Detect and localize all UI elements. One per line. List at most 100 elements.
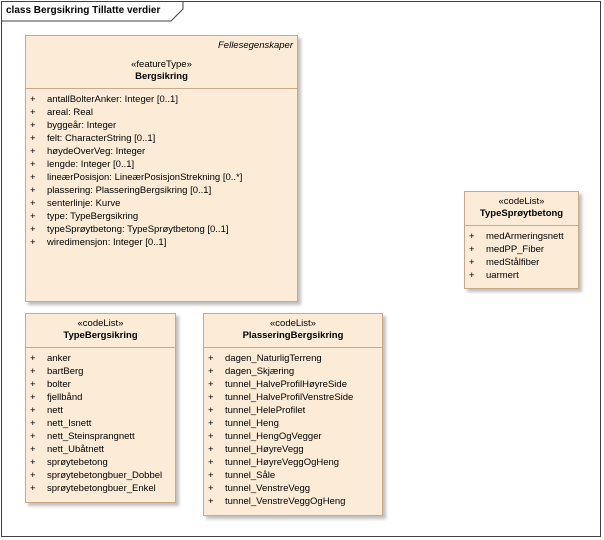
attribute-text: dagen_NaturligTerreng (225, 353, 322, 364)
attribute-text: tunnel_HalveProfilHøyreSide (225, 379, 347, 390)
attribute-text: tunnel_VenstreVeggOgHeng (225, 496, 346, 507)
attribute-text: sprøytebetongbuer_Dobbel (47, 470, 163, 481)
attribute-text: wiredimensjon: Integer [0..1] (47, 237, 167, 248)
attribute-text: anker (47, 353, 71, 364)
attribute-row: + typeSprøytbetong: TypeSprøytbetong [0..… (30, 223, 293, 236)
visibility-marker: + (469, 257, 475, 268)
stereotype: «codeList» (77, 318, 124, 329)
visibility-marker: + (208, 496, 214, 507)
attribute-row: +antallBolterAnker: Integer [0..1] (30, 93, 293, 106)
attribute-list: +dagen_NaturligTerreng+dagen_Skjæring+tu… (204, 348, 382, 508)
visibility-marker: + (30, 379, 36, 390)
attribute-list: +anker+bartBerg+bolter+fjellbånd+nett+ne… (26, 348, 175, 495)
attribute-row: + tunnel_HalveProfilHøyreSide (208, 378, 378, 391)
visibility-marker: + (30, 159, 36, 170)
attribute-row: +tunnel_HalveProfilVenstreSide (208, 391, 378, 404)
attribute-text: byggeår: Integer (47, 120, 117, 131)
attribute-row: + tunnel_HeleProfilet (208, 404, 378, 417)
class-name: TypeSprøytbetong (479, 208, 564, 219)
attribute-text: uarmert (486, 270, 519, 281)
attribute-row: + anker (30, 352, 171, 365)
attribute-row: +nett_Ubåtnett (30, 443, 171, 456)
visibility-marker: + (208, 431, 214, 442)
visibility-marker: + (208, 353, 214, 364)
attribute-text: tunnel_HalveProfilVenstreSide (225, 392, 354, 403)
visibility-marker: + (208, 379, 214, 390)
attribute-text: type: TypeBergsikring (47, 211, 139, 222)
class-plassering-bergsikring[interactable]: «codeList» PlasseringBergsikring + dagen_… (203, 313, 383, 516)
attribute-row: + lineærPosisjon: LineærPosisjonStrekning… (30, 171, 293, 184)
attribute-text: lengde: Integer [0..1] (47, 159, 135, 170)
visibility-marker: + (30, 353, 36, 364)
visibility-marker: + (469, 231, 475, 242)
attribute-text: plassering: PlasseringBergsikring [0..1] (47, 185, 212, 196)
visibility-marker: + (208, 418, 214, 429)
attribute-row: + uarmert (469, 269, 574, 282)
attribute-text: nett_Isnett (47, 418, 92, 429)
visibility-marker: + (208, 405, 214, 416)
attribute-row: +medPP_Fiber (469, 243, 574, 256)
class-bergsikring[interactable]: Fellesegenskaper «featureType» Bergsikri… (25, 35, 298, 302)
attribute-text: nett_Ubåtnett (47, 444, 105, 455)
class-type-sproytbetong[interactable]: «codeList» TypeSprøytbetong + medArmering… (464, 191, 579, 289)
package-name: Fellesegenskaper (218, 40, 293, 51)
attribute-text: tunnel_HøyreVeggOgHeng (225, 457, 340, 468)
attribute-text: medStålfiber (486, 257, 540, 268)
visibility-marker: + (208, 457, 214, 468)
stereotype: «featureType» (131, 59, 192, 70)
attribute-row: + tunnel_HøyreVeggOgHeng (208, 456, 378, 469)
visibility-marker: + (208, 483, 214, 494)
attribute-row: +bolter (30, 378, 171, 391)
attribute-row: + dagen_NaturligTerreng (208, 352, 378, 365)
attribute-row: +nett_Isnett (30, 417, 171, 430)
class-header: Fellesegenskaper «featureType» Bergsikri… (26, 36, 297, 89)
attribute-row: + lengde: Integer [0..1] (30, 158, 293, 171)
attribute-list: +medArmeringsnett+medPP_Fiber+medStålfib… (465, 226, 578, 282)
attribute-row: +tunnel_HengOgVegger (208, 430, 378, 443)
class-name: Bergsikring (135, 71, 188, 82)
visibility-marker: + (469, 270, 475, 281)
attribute-row: +sprøytebetong (30, 456, 171, 469)
attribute-text: tunnel_HøyreVegg (225, 444, 304, 455)
attribute-row: + sprøytebetongbuer_Dobbel (30, 469, 171, 482)
visibility-marker: + (30, 185, 36, 196)
attribute-row: + tunnel_VenstreVegg (208, 482, 378, 495)
attribute-row: +høydeOverVeg: Integer (30, 145, 293, 158)
attribute-row: + plassering: PlasseringBergsikring [0..1… (30, 184, 293, 197)
attribute-text: tunnel_Såle (225, 470, 276, 481)
class-header: «codeList» TypeSprøytbetong (465, 192, 578, 226)
attribute-text: typeSprøytbetong: TypeSprøytbetong [0..1… (47, 224, 229, 235)
attribute-row: + sprøytebetongbuer_Enkel (30, 482, 171, 495)
attribute-row: + fjellbånd (30, 391, 171, 404)
diagram-title-tab: class Bergsikring Tillatte verdier (1, 1, 184, 22)
visibility-marker: + (30, 483, 36, 494)
attribute-text: sprøytebetongbuer_Enkel (47, 483, 156, 494)
attribute-text: sprøytebetong (47, 457, 108, 468)
visibility-marker: + (30, 405, 36, 416)
attribute-row: +felt: CharacterString [0..1] (30, 132, 293, 145)
visibility-marker: + (30, 172, 36, 183)
attribute-row: +tunnel_Såle (208, 469, 378, 482)
visibility-marker: + (30, 224, 36, 235)
attribute-text: tunnel_VenstreVegg (225, 483, 311, 494)
attribute-row: +nett_Steinsprangnett (30, 430, 171, 443)
class-type-bergsikring[interactable]: «codeList» TypeBergsikring + anker + bartBe… (25, 313, 176, 503)
visibility-marker: + (30, 470, 36, 481)
stereotype: «codeList» (498, 196, 545, 207)
attribute-text: fjellbånd (47, 392, 83, 403)
attribute-text: lineærPosisjon: LineærPosisjonStrekning … (47, 172, 243, 183)
class-name: TypeBergsikring (63, 330, 138, 341)
attribute-text: høydeOverVeg: Integer (47, 146, 146, 157)
class-name: PlasseringBergsikring (242, 330, 344, 341)
attribute-text: nett (47, 405, 63, 416)
class-header: «codeList» PlasseringBergsikring (204, 314, 382, 348)
attribute-row: +byggeår: Integer (30, 119, 293, 132)
attribute-text: medArmeringsnett (486, 231, 564, 242)
attribute-row: +senterlinje: Kurve (30, 197, 293, 210)
visibility-marker: + (30, 392, 36, 403)
attribute-text: tunnel_HeleProfilet (225, 405, 306, 416)
attribute-row: + nett (30, 404, 171, 417)
diagram-title: class Bergsikring Tillatte verdier (6, 5, 161, 16)
attribute-text: bartBerg (47, 366, 84, 377)
visibility-marker: + (30, 198, 36, 209)
